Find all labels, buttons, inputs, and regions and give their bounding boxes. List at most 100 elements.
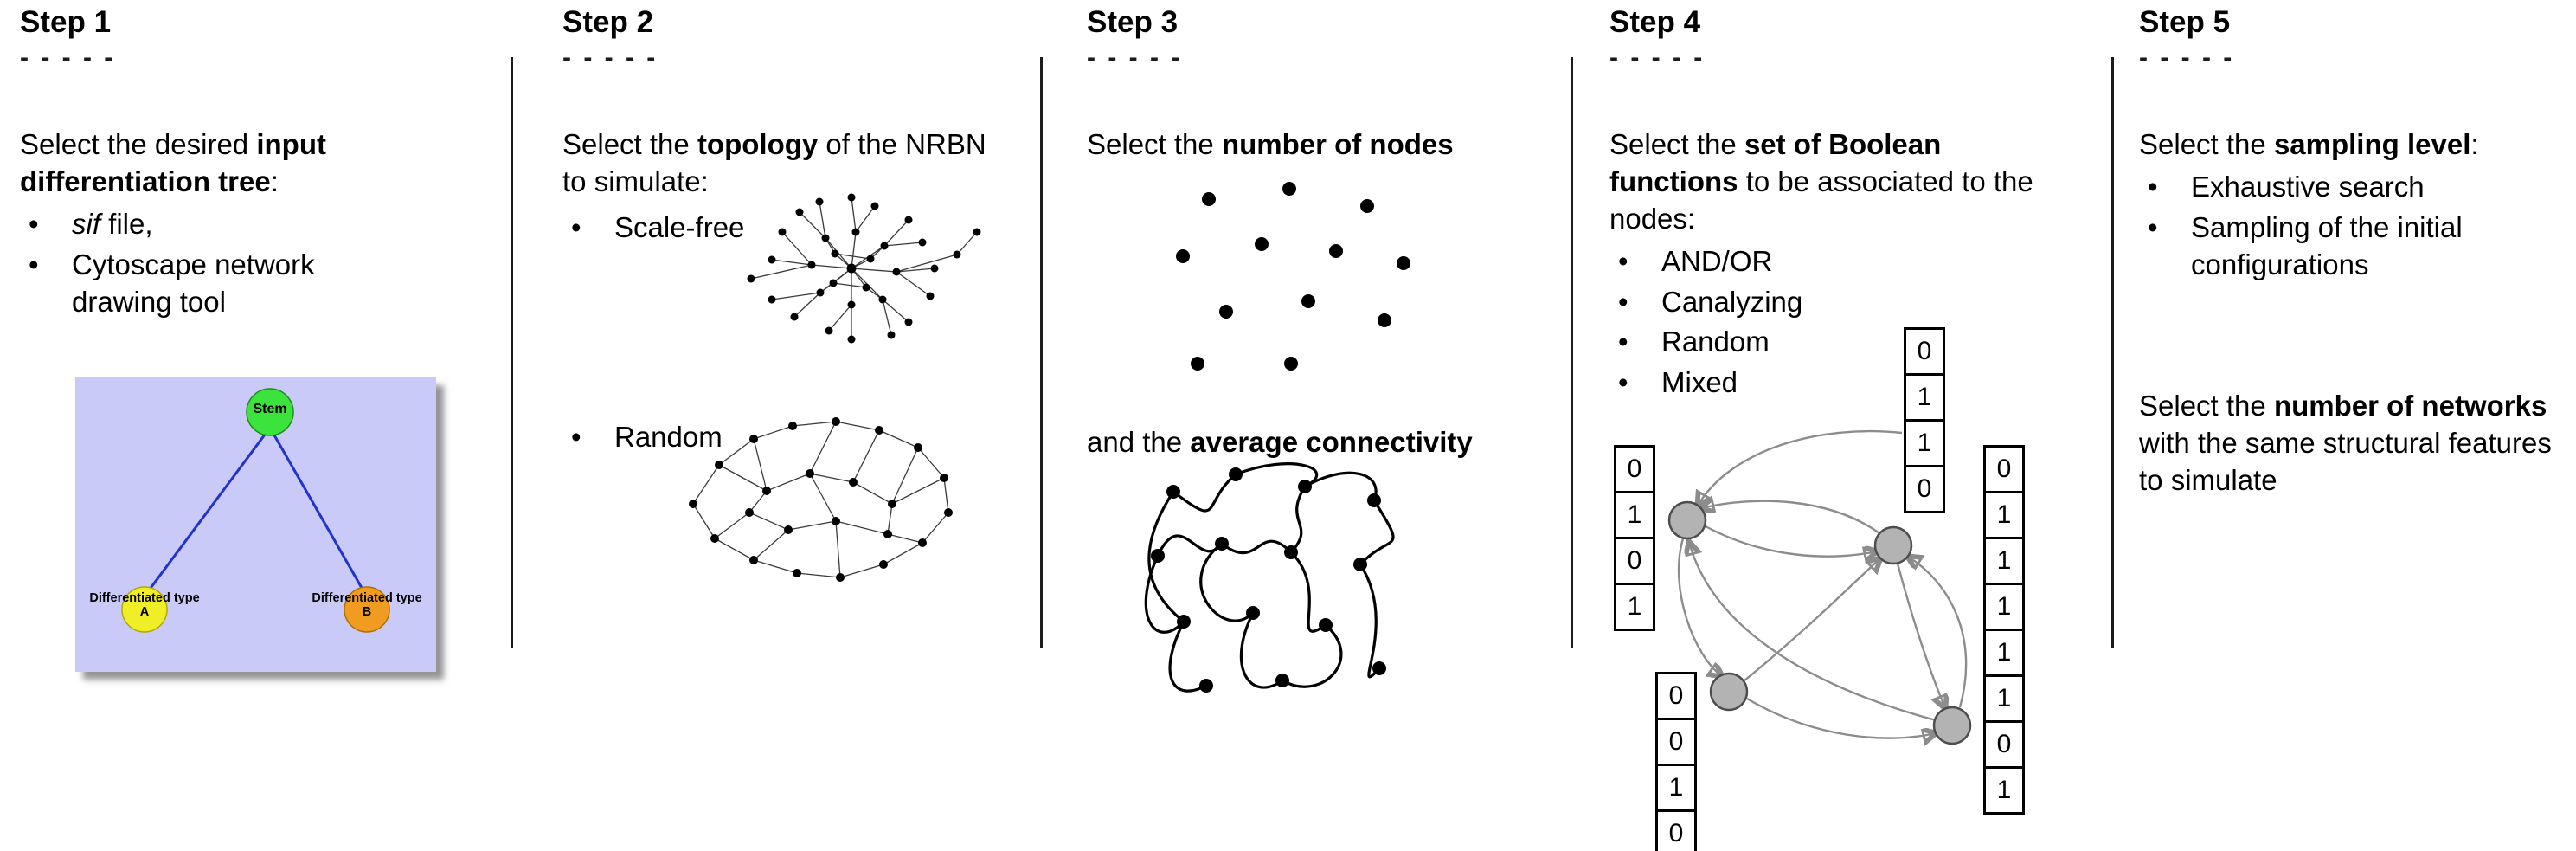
step-2-column: Step 2 - - - - - Select the topology of … <box>562 0 1030 851</box>
boolean-table-cell: 0 <box>1655 672 1697 720</box>
step-5-second: Select the number of networks with the s… <box>2139 390 2552 496</box>
step-5-text: Select the sampling level: • Exhaustive … <box>2139 126 2576 287</box>
node-scatter-illustration <box>1176 182 1410 371</box>
boolean-table-cell: 0 <box>1655 809 1697 851</box>
step-4-intro: Select the set of Boolean functions to b… <box>1609 128 2033 235</box>
step-5-title: Step 5 <box>2139 5 2231 39</box>
bullet-label: sif file, <box>72 207 153 240</box>
connectivity-network-illustration <box>1144 462 1395 693</box>
scale-free-network-illustration <box>747 193 981 344</box>
bullet-item: • sif file, <box>20 206 418 243</box>
step-2-bullet-list: • Scale-free <box>562 210 995 247</box>
step-5-intro: Select the sampling level: <box>2139 128 2479 160</box>
tree-node-type-a-label: Differentiated type A <box>89 591 200 619</box>
bullet-item: • Random <box>562 419 723 456</box>
random-network-illustration <box>689 417 953 582</box>
boolean-table-cell: 0 <box>1904 465 1945 513</box>
boolean-table-cell: 1 <box>1983 766 2025 815</box>
boolean-table-right: 0 1 1 1 1 1 0 1 <box>1983 445 2025 815</box>
bullet-marker: • <box>1618 366 1628 399</box>
step-3-text-nodes: Select the number of nodes <box>1087 126 1454 164</box>
step-1-column: Step 1 - - - - - Select the desired inpu… <box>20 0 436 851</box>
boolean-table-cell: 1 <box>1614 583 1655 631</box>
bullet-item: • Canalyzing <box>1609 284 2051 321</box>
boolean-table-cell: 0 <box>1655 718 1697 766</box>
boolean-table-cell: 0 <box>1904 327 1945 376</box>
step-2-random-bullet-block: • Random <box>562 416 723 460</box>
step-4-bullet-list: • AND/OR • Canalyzing • Random • Mixed <box>1609 243 2051 403</box>
bullet-label: Random <box>1661 326 1770 358</box>
boolean-table-cell: 0 <box>1614 445 1655 493</box>
differentiation-tree-graphic <box>75 377 436 672</box>
step-3-text-connectivity: and the average connectivity <box>1087 424 1473 461</box>
boolean-table-bottom: 0 0 1 0 <box>1655 672 1697 851</box>
step-2-text: Select the topology of the NRBN to simul… <box>562 126 995 250</box>
column-divider <box>1571 57 1573 648</box>
step-3-title: Step 3 <box>1087 5 1179 39</box>
boolean-table-cell: 1 <box>1614 491 1655 539</box>
boolean-table-cell: 1 <box>1983 583 2025 631</box>
boolean-table-cell: 1 <box>1904 419 1945 467</box>
bullet-item: • Mixed <box>1609 364 2051 402</box>
boolean-table-cell: 1 <box>1904 373 1945 422</box>
step-1-text: Select the desired input differentiation… <box>20 126 418 324</box>
column-divider <box>511 57 513 648</box>
boolean-table-cell: 1 <box>1983 491 2025 539</box>
bullet-label: Random <box>614 421 723 453</box>
step-1-title: Step 1 <box>20 5 112 39</box>
step-4-column: Step 4 - - - - - Select the set of Boole… <box>1609 0 2110 851</box>
boolean-table-cell: 1 <box>1983 674 2025 723</box>
bullet-marker: • <box>29 248 39 280</box>
step-5-dashes: - - - - - <box>2139 43 2235 72</box>
boolean-table-left: 0 1 0 1 <box>1614 445 1655 631</box>
boolean-table-cell: 0 <box>1614 537 1655 585</box>
bullet-label: Cytoscape network drawing tool <box>72 248 315 318</box>
bullet-item: • AND/OR <box>1609 243 2051 280</box>
bullet-marker: • <box>2148 210 2158 243</box>
bullet-label: Exhaustive search <box>2191 170 2425 203</box>
step-5-column: Step 5 - - - - - Select the sampling lev… <box>2139 0 2576 851</box>
bullet-label: Scale-free <box>614 210 745 243</box>
bullet-label: AND/OR <box>1661 244 1773 277</box>
bullet-label: Mixed <box>1661 366 1738 399</box>
boolean-table-cell: 1 <box>1983 629 2025 677</box>
step-2-dashes: - - - - - <box>562 43 658 72</box>
step-3-second: and the average connectivity <box>1087 426 1473 458</box>
bullet-marker: • <box>2148 170 2158 203</box>
boolean-table-cell: 0 <box>1983 445 2025 493</box>
bullet-item: • Exhaustive search <box>2139 169 2576 206</box>
step-5-bullet-list: • Exhaustive search • Sampling of the in… <box>2139 169 2576 284</box>
boolean-table-cell: 0 <box>1983 720 2025 769</box>
step-4-title: Step 4 <box>1609 5 1701 39</box>
bullet-marker: • <box>571 421 581 453</box>
network-node <box>1709 672 1749 712</box>
bullet-marker: • <box>571 210 581 243</box>
step-3-intro: Select the number of nodes <box>1087 128 1454 160</box>
bullet-marker: • <box>1618 326 1628 358</box>
step-5-networks-text: Select the number of networks with the s… <box>2139 388 2554 500</box>
step-3-dashes: - - - - - <box>1087 43 1183 72</box>
step-2-intro: Select the topology of the NRBN to simul… <box>562 128 986 197</box>
bullet-label: Canalyzing <box>1661 285 1803 318</box>
step-4-text: Select the set of Boolean functions to b… <box>1609 126 2051 405</box>
tree-node-stem <box>246 388 294 436</box>
differentiation-tree-illustration: Stem Differentiated type A Differentiate… <box>75 377 436 672</box>
tree-node-stem-label: Stem <box>253 402 287 416</box>
boolean-table-top: 0 1 1 0 <box>1904 327 1945 513</box>
bullet-label: Sampling of the initial configurations <box>2191 210 2463 280</box>
bullet-item: • Sampling of the initial configurations <box>2139 210 2576 284</box>
step-3-column: Step 3 - - - - - Select the number of no… <box>1087 0 1561 851</box>
bullet-item: • Cytoscape network drawing tool <box>20 247 418 321</box>
tree-edge-right <box>268 427 367 595</box>
tree-node-type-b <box>344 586 390 633</box>
step-1-dashes: - - - - - <box>20 43 116 72</box>
boolean-table-cell: 1 <box>1983 537 2025 585</box>
bullet-marker: • <box>1618 244 1628 277</box>
boolean-table-cell: 1 <box>1655 764 1697 812</box>
column-divider <box>2111 57 2114 648</box>
step-4-dashes: - - - - - <box>1609 43 1706 72</box>
tree-node-type-a <box>121 586 168 633</box>
step-2-bullet-list-2: • Random <box>562 419 723 456</box>
step-2-title: Step 2 <box>562 5 654 39</box>
